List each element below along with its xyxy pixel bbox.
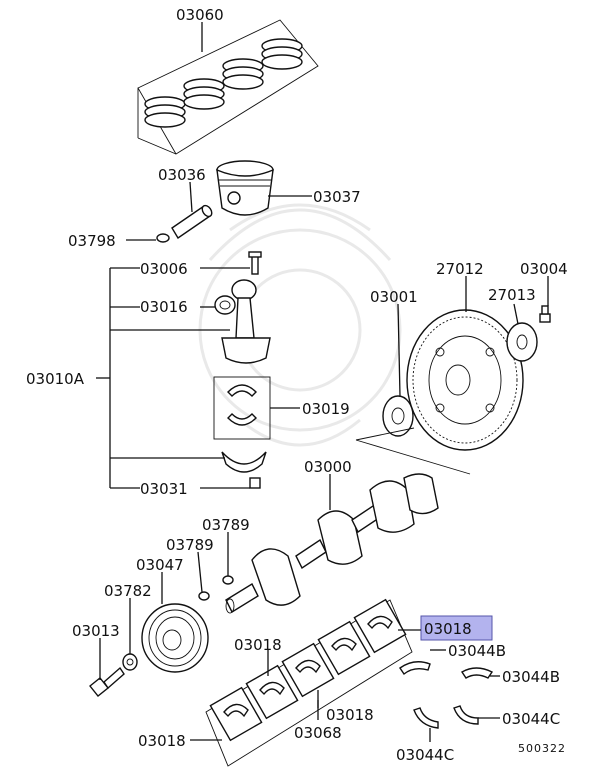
label-crankshaft[interactable]: 03000 bbox=[304, 458, 352, 476]
label-flywheel[interactable]: 27012 bbox=[436, 260, 484, 278]
label-main-bearing-a[interactable]: 03018 bbox=[234, 636, 282, 654]
label-main-bearing-highlighted[interactable]: 03018 bbox=[424, 620, 472, 638]
label-crank-pulley[interactable]: 03047 bbox=[136, 556, 184, 574]
pulley-bolt[interactable] bbox=[89, 666, 125, 697]
label-thrust-washer-c2[interactable]: 03044C bbox=[502, 710, 560, 728]
rod-nut[interactable] bbox=[249, 477, 261, 489]
label-main-bearing-c[interactable]: 03018 bbox=[138, 732, 186, 750]
label-woodruff-key-lower[interactable]: 03789 bbox=[166, 536, 214, 554]
piston-ring-set[interactable] bbox=[137, 19, 319, 155]
crank-pulley[interactable] bbox=[141, 603, 209, 673]
label-flywheel-bolt[interactable]: 03004 bbox=[520, 260, 568, 278]
thrust-washer-c2[interactable] bbox=[453, 705, 479, 725]
woodruff-key-upper[interactable] bbox=[222, 575, 234, 585]
label-thrust-washer-b1[interactable]: 03044B bbox=[448, 642, 506, 660]
label-rod-nut[interactable]: 03031 bbox=[140, 480, 188, 498]
figure-id: 500322 bbox=[518, 742, 566, 755]
label-connecting-rod-assy[interactable]: 03010A bbox=[26, 370, 85, 388]
thrust-washer-c1[interactable] bbox=[413, 707, 439, 729]
label-flywheel-plate[interactable]: 27013 bbox=[488, 286, 536, 304]
adapter-plate[interactable] bbox=[382, 395, 414, 437]
label-thrust-washer-b2[interactable]: 03044B bbox=[502, 668, 560, 686]
label-thrust-bearing[interactable]: 03068 bbox=[294, 724, 342, 742]
rod-bolt[interactable] bbox=[248, 251, 262, 275]
piston-pin[interactable] bbox=[171, 204, 214, 239]
assembly-bracket bbox=[96, 267, 230, 489]
flywheel-plate[interactable] bbox=[506, 322, 538, 362]
watermark-emblem bbox=[198, 203, 402, 447]
rod-bushing[interactable] bbox=[214, 295, 236, 315]
piston-pin-clip[interactable] bbox=[156, 233, 170, 243]
label-rod-bolt[interactable]: 03006 bbox=[140, 260, 188, 278]
flywheel[interactable] bbox=[406, 309, 524, 451]
label-piston-ring-set[interactable]: 03060 bbox=[176, 6, 224, 24]
label-pulley-bolt[interactable]: 03013 bbox=[72, 622, 120, 640]
label-piston-pin-clip[interactable]: 03798 bbox=[68, 232, 116, 250]
label-piston-pin[interactable]: 03036 bbox=[158, 166, 206, 184]
label-rod-bushing[interactable]: 03016 bbox=[140, 298, 188, 316]
label-main-bearing-b[interactable]: 03018 bbox=[326, 706, 374, 724]
label-piston[interactable]: 03037 bbox=[313, 188, 361, 206]
label-pulley-washer[interactable]: 03782 bbox=[104, 582, 152, 600]
label-thrust-washer-c1[interactable]: 03044C bbox=[396, 746, 454, 764]
pulley-washer[interactable] bbox=[122, 653, 138, 671]
piston[interactable] bbox=[216, 160, 274, 216]
crankshaft[interactable] bbox=[225, 473, 439, 614]
thrust-washer-b2[interactable] bbox=[461, 667, 494, 679]
main-bearing-set[interactable] bbox=[209, 598, 407, 742]
label-adapter-plate[interactable]: 03001 bbox=[370, 288, 418, 306]
highlight-main-bearing[interactable] bbox=[420, 615, 493, 641]
rod-bearing[interactable] bbox=[227, 384, 257, 426]
rod-cap[interactable] bbox=[221, 451, 267, 473]
woodruff-key-lower[interactable] bbox=[198, 591, 210, 601]
thrust-washer-b1[interactable] bbox=[399, 661, 431, 676]
connecting-rod[interactable] bbox=[221, 279, 271, 364]
flywheel-bolt[interactable] bbox=[539, 305, 551, 323]
label-rod-bearing[interactable]: 03019 bbox=[302, 400, 350, 418]
label-woodruff-key-upper[interactable]: 03789 bbox=[202, 516, 250, 534]
